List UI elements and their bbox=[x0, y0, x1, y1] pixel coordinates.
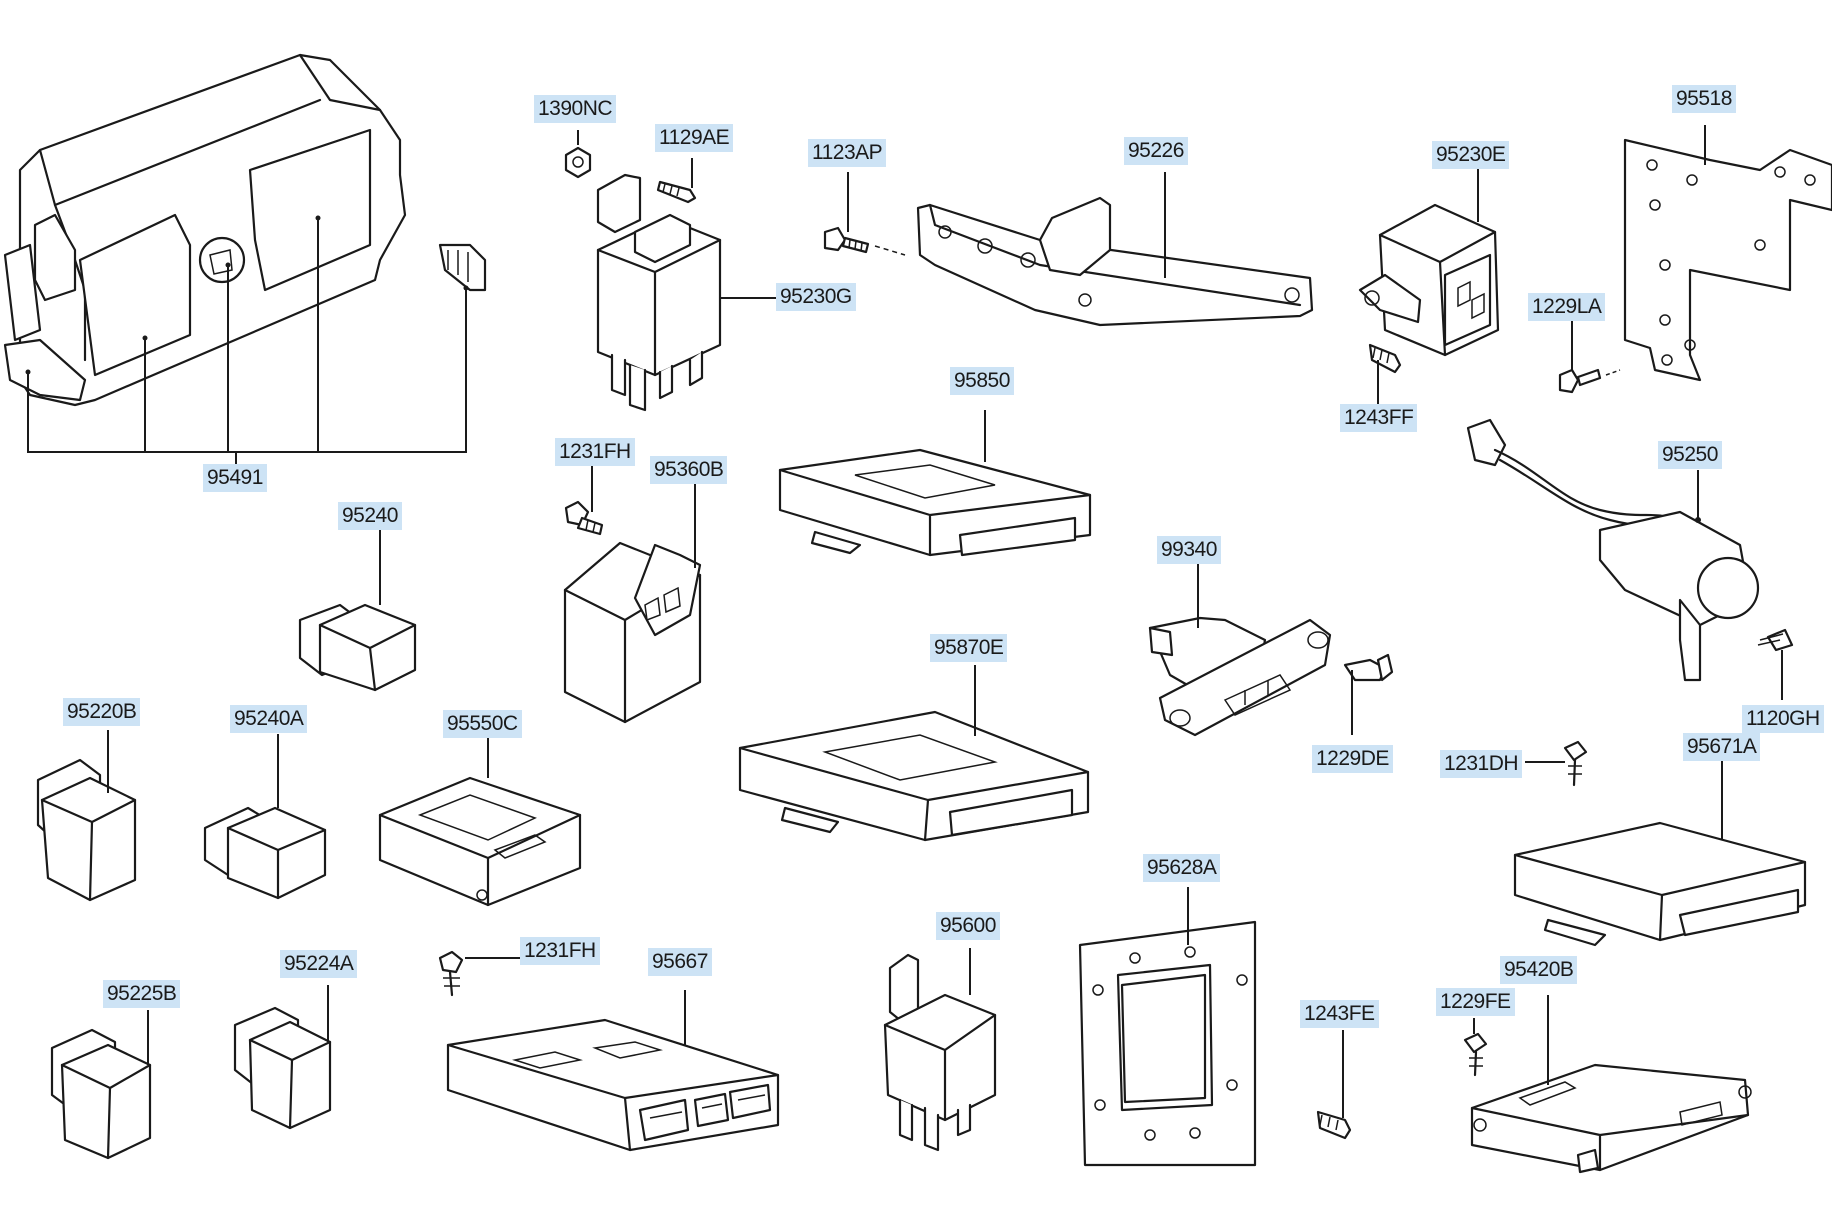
screw-1129ae-drawing bbox=[656, 180, 697, 204]
bracket-95226-drawing bbox=[916, 196, 1314, 327]
part-label-1231dh: 1231DH bbox=[1440, 750, 1523, 778]
junction-box-drawing bbox=[3, 53, 487, 407]
relay-95224a-drawing bbox=[233, 1006, 332, 1130]
part-label-95240: 95240 bbox=[338, 502, 402, 530]
bolt-1120gh-drawing bbox=[1757, 628, 1794, 652]
part-label-95850: 95850 bbox=[950, 367, 1014, 395]
part-label-95224a: 95224A bbox=[280, 950, 358, 978]
part-label-1123ap: 1123AP bbox=[808, 139, 887, 167]
switch-99340-drawing bbox=[1148, 616, 1332, 737]
part-label-95628a: 95628A bbox=[1143, 854, 1221, 882]
ecu-95850-drawing bbox=[778, 448, 1092, 557]
part-label-95518: 95518 bbox=[1672, 85, 1736, 113]
bolt-1229la-drawing bbox=[1558, 368, 1621, 394]
part-label-95250: 95250 bbox=[1658, 441, 1722, 469]
bracket-95518-drawing bbox=[1623, 138, 1832, 382]
bolt-1243ff-drawing bbox=[1368, 343, 1402, 374]
part-label-95230g: 95230G bbox=[776, 283, 856, 311]
bolt-1229de-drawing bbox=[1343, 653, 1394, 682]
part-label-95671a: 95671A bbox=[1683, 733, 1761, 761]
module-95667-drawing bbox=[446, 1018, 780, 1152]
part-label-95870e: 95870E bbox=[930, 634, 1008, 662]
part-label-95600: 95600 bbox=[936, 912, 1000, 940]
part-label-95225b: 95225B bbox=[103, 980, 181, 1008]
relay-95230e-drawing bbox=[1358, 203, 1500, 357]
part-label-1229fe: 1229FE bbox=[1436, 988, 1515, 1016]
part-label-1129ae: 1129AE bbox=[655, 124, 734, 152]
module-95360b-drawing bbox=[563, 541, 702, 724]
relay-95600-drawing bbox=[883, 953, 997, 1152]
bolt-1231fh-lower-drawing bbox=[438, 950, 464, 997]
part-label-1229la: 1229LA bbox=[1528, 293, 1606, 321]
part-label-1243fe: 1243FE bbox=[1300, 1000, 1379, 1028]
bolt-1123ap-drawing bbox=[823, 226, 870, 254]
part-label-95667: 95667 bbox=[648, 948, 712, 976]
sensor-95250-drawing bbox=[1466, 418, 1760, 682]
relay-95240a-drawing bbox=[203, 806, 327, 900]
bolt-1243fe-drawing bbox=[1316, 1110, 1352, 1140]
part-label-95491: 95491 bbox=[203, 464, 267, 492]
part-label-95420b: 95420B bbox=[1500, 956, 1578, 984]
bolt-1229fe-drawing bbox=[1463, 1032, 1488, 1077]
module-95550c-drawing bbox=[378, 776, 582, 907]
module-95420b-drawing bbox=[1470, 1063, 1752, 1174]
part-label-95226: 95226 bbox=[1124, 137, 1188, 165]
part-label-1390nc: 1390NC bbox=[534, 95, 617, 123]
relay-95225b-drawing bbox=[50, 1028, 152, 1160]
part-label-95550c: 95550C bbox=[443, 710, 522, 738]
leader-95491 bbox=[27, 218, 467, 468]
part-label-95230e: 95230E bbox=[1432, 141, 1510, 169]
nut-1390nc-drawing bbox=[564, 146, 592, 179]
ecu-95870e-drawing bbox=[738, 710, 1090, 842]
part-label-1231fh-lower: 1231FH bbox=[520, 937, 600, 965]
part-label-1229de: 1229DE bbox=[1312, 745, 1393, 773]
part-label-99340: 99340 bbox=[1157, 536, 1221, 564]
relay-95240-drawing bbox=[298, 603, 417, 692]
plate-95628a-drawing bbox=[1078, 920, 1257, 1167]
part-label-1231fh-upper: 1231FH bbox=[555, 438, 635, 466]
part-label-95240a: 95240A bbox=[230, 705, 308, 733]
part-label-95360b: 95360B bbox=[650, 456, 728, 484]
bolt-1231dh-drawing bbox=[1563, 740, 1588, 787]
part-label-1243ff: 1243FF bbox=[1340, 404, 1418, 432]
bolt-1231fh-upper-drawing bbox=[564, 500, 604, 536]
part-label-1120gh: 1120GH bbox=[1742, 705, 1824, 733]
relay-95220b-drawing bbox=[36, 758, 137, 902]
part-label-95220b: 95220B bbox=[63, 698, 141, 726]
relay-95230g-drawing bbox=[596, 173, 722, 412]
module-95671a-drawing bbox=[1513, 821, 1807, 947]
